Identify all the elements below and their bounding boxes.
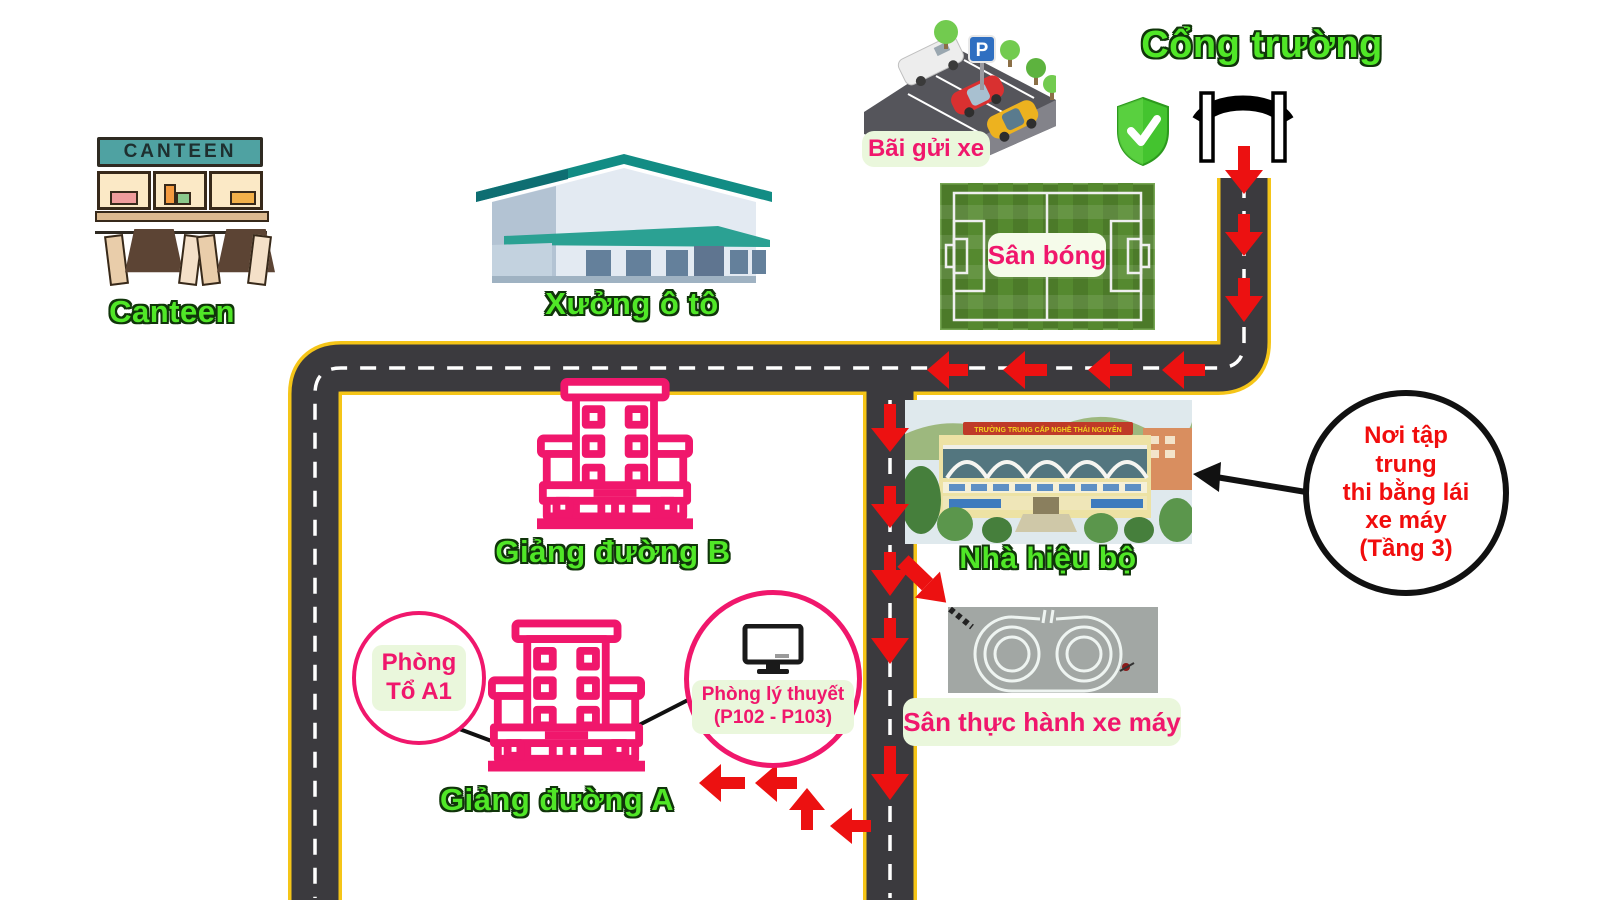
canteen-display-case — [209, 171, 263, 210]
tree-icons — [934, 20, 1056, 100]
theory-line2: (P102 - P103) — [713, 707, 833, 728]
room-a1-callout: Phòng Tổ A1 — [352, 611, 486, 745]
red-car-icon — [951, 75, 1005, 118]
gate-icon — [1192, 91, 1294, 163]
field-label-bg — [988, 233, 1106, 277]
theory-line1: Phòng lý thuyết — [701, 684, 845, 706]
admin-banner — [963, 422, 1133, 435]
admin-label: Nhà hiệu bộ — [959, 542, 1137, 575]
canteen-illustration: CANTEEN — [95, 133, 275, 295]
diagonal-arrow — [897, 555, 947, 603]
yellow-car-icon — [987, 100, 1039, 142]
auto-workshop-illustration — [476, 154, 772, 283]
room-a1-line1: Phòng — [381, 649, 457, 677]
field-label: Sân bóng — [988, 240, 1106, 270]
roof-arches — [945, 460, 1149, 480]
practice-label: Sân thực hành xe máy — [903, 698, 1181, 746]
exam-callout-line: (Tầng 3) — [1359, 535, 1453, 563]
exam-callout-line: Nơi tập — [1364, 422, 1448, 450]
practice-yard-photo — [948, 607, 1158, 693]
workshop-label: Xưởng ô tô — [545, 286, 719, 321]
canteen-shelf — [95, 211, 269, 222]
parking-sign-icon: P — [968, 35, 996, 90]
exam-callout-line: thi bằng lái — [1342, 478, 1470, 506]
admin-building-photo: TRƯỜNG TRUNG CẤP NGHỀ THÁI NGUYÊN — [905, 400, 1192, 544]
monitor-icon — [742, 624, 804, 675]
checkered-corner — [948, 607, 974, 630]
canteen-display-case — [97, 171, 151, 210]
exam-callout-line: xe máy — [1365, 507, 1447, 535]
gate-label: Cổng trường — [1141, 24, 1383, 66]
admin-banner-text: TRƯỜNG TRUNG CẤP NGHỀ THÁI NGUYÊN — [974, 424, 1121, 434]
hall-b-label: Giảng đường B — [495, 534, 731, 569]
shield-check-icon — [1117, 96, 1169, 167]
hall-a-label: Giảng đường A — [439, 782, 675, 817]
exam-pointer-arrow — [1193, 462, 1307, 495]
canteen-display-case — [153, 171, 207, 210]
football-field-illustration: Sân bóng — [940, 183, 1155, 330]
center-dash-main — [313, 182, 1246, 898]
canteen-table — [125, 229, 183, 273]
gate-and-shield — [1117, 91, 1294, 167]
exam-location-callout: Nơi tập trung thi bằng lái xe máy (Tầng … — [1303, 390, 1509, 596]
room-a1-line2: Tổ A1 — [386, 678, 452, 705]
motorbike-icon — [1119, 662, 1135, 672]
canteen-label: Canteen — [109, 294, 235, 329]
figure8-track — [973, 609, 1123, 693]
svg-text:P: P — [976, 40, 989, 61]
route-arrows — [699, 146, 1263, 844]
tree-icons — [905, 466, 1192, 543]
theory-room-callout: Phòng lý thuyết (P102 - P103) — [684, 590, 862, 768]
parking-label: Bãi gửi xe — [862, 131, 990, 167]
exam-callout-line: trung — [1375, 450, 1437, 478]
canteen-sign: CANTEEN — [97, 137, 263, 167]
